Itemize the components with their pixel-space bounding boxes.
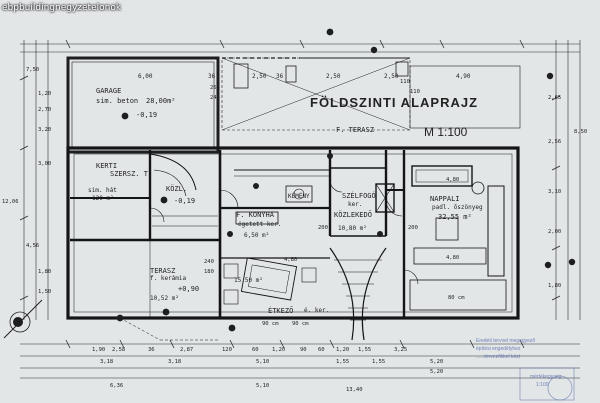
stamp-line-1: építési engedélyhez (476, 346, 521, 352)
dim-misc-2: 200 (318, 225, 328, 231)
dim-right-5: 1,80 (548, 283, 562, 289)
dim-right-3: 3,10 (548, 189, 562, 195)
dim-top-3: 2,50 (384, 73, 399, 80)
room-garden-name: KERTI (96, 162, 118, 170)
dim-left-0: 7,50 (26, 67, 40, 73)
room-garden-name2: SZERSZ. T. (110, 170, 153, 178)
room-porch-name: F. TERASZ (336, 126, 374, 134)
dim-top2-1: 240 (210, 95, 220, 101)
dim-misc-5: 180 (204, 269, 214, 275)
watermark-text: ebpbuildingnegyzetelonok (2, 3, 122, 13)
dim-left-8: 1,50 (38, 289, 52, 295)
dim-top-0: 6,00 (138, 73, 153, 80)
dim-misc-0: 4,80 (284, 257, 298, 263)
dim-top2-2: 110 (400, 79, 410, 85)
dim-bottom3-1: 5,10 (256, 383, 270, 389)
dim-misc-9: 4,80 (446, 255, 460, 261)
dim-top-2: 2,50 (326, 73, 341, 80)
stamp-line-4: 1:100 (536, 382, 549, 388)
dim-bottom1-8: 60 (318, 347, 325, 353)
dim-top2-0: 260 (210, 85, 220, 91)
dim-bottom1-11: 3,25 (394, 347, 408, 353)
dim-bottom2-3: 1,55 (336, 359, 350, 365)
dim-bottom1-10: 1,55 (358, 347, 372, 353)
dim-left-7: 3,00 (38, 161, 52, 167)
dim-bottom1-5: 60 (252, 347, 259, 353)
dim-bottom2-0: 3,18 (100, 359, 114, 365)
room-kitchen-name: F. KONYHA (236, 211, 274, 219)
room-garage-area: 28,00m² (146, 97, 176, 105)
stamp-line-0: Eredeti tervvel megegyező (476, 338, 536, 344)
dim-left-2: 4,56 (26, 243, 40, 249)
dim-misc-8: 80 cm (448, 295, 465, 301)
room-hallway-level: -0,19 (174, 197, 196, 205)
room-terrace-area: 10,52 m² (150, 295, 179, 302)
dim-misc-4: 240 (204, 259, 214, 265)
dim-bottom1-1: 2,58 (112, 347, 126, 353)
room-chimney-label: KÉMÉNY (288, 193, 310, 200)
dim-misc-7: 90 cm (292, 321, 309, 327)
room-dining-name: ÉTKEZŐ (268, 307, 294, 315)
room-dining-floor: é. ker. (304, 307, 330, 314)
dim-bottom3-0: 6,36 (110, 383, 124, 389)
dim-bottom3-2: 13,40 (346, 387, 363, 393)
dim-top-6: 36 (276, 73, 284, 80)
dim-bottom1-9: 1,20 (336, 347, 350, 353)
dim-right-4: 2,00 (548, 229, 562, 235)
room-garage-floor: sim. beton (96, 97, 139, 105)
dim-bottom1-7: 90 (300, 347, 307, 353)
dim-misc-6: 90 cm (262, 321, 279, 327)
dim-right-1: 2,65 (548, 95, 562, 101)
room-terrace-name: TERASZ (150, 267, 176, 275)
dim-left-6: 2,70 (38, 107, 52, 113)
dim-bottom1-0: 1,90 (92, 347, 106, 353)
room-kitchen-area: 6,50 m² (244, 232, 270, 239)
dim-bottom2-5: 5,20 (430, 359, 444, 365)
dim-right-2: 2,56 (548, 139, 562, 145)
dim-bottom1-2: 36 (148, 347, 155, 353)
dim-left-4: 12,06 (2, 199, 19, 205)
room-storage-area: 120 m² (92, 195, 114, 202)
room-terrace-floor: f. kerámia (150, 275, 187, 282)
room-corridor-name: KÖZLEKEDŐ (334, 211, 372, 219)
room-garage-name: GARAGE (96, 87, 122, 95)
dim-bottom2-2: 5,10 (256, 359, 270, 365)
room-kitchen-floor: égetett ker. (238, 221, 282, 228)
dim-top2-3: 110 (410, 89, 420, 95)
room-storage-name: KÖZL. (166, 185, 188, 193)
dim-bottom2-6: 5,20 (430, 369, 444, 375)
room-garage-level: -0,19 (136, 111, 158, 119)
room-windbreak-floor: ker. (348, 201, 363, 208)
room-terrace-level: +0,90 (178, 285, 200, 293)
room-dining-area: 15,50 m² (234, 277, 263, 284)
dim-left-3: 1,80 (38, 269, 52, 275)
room-living-floor: padl. őszönyeg (432, 204, 483, 211)
dim-bottom2-4: 1,55 (372, 359, 386, 365)
dim-left-1: 1,20 (38, 91, 52, 97)
dim-top-5: 36 (208, 73, 216, 80)
plan-title: FÖLDSZINTI ALAPRAJZ (310, 95, 479, 110)
dim-left-5: 3,20 (38, 127, 52, 133)
dim-bottom2-1: 3,18 (168, 359, 182, 365)
dim-bottom1-6: 1,20 (272, 347, 286, 353)
room-windbreak-name: SZÉLFOGÓ (342, 192, 376, 200)
dim-right-0: 8,50 (574, 129, 588, 135)
room-living-name: NAPPALI (430, 195, 460, 203)
dim-misc-3: 200 (408, 225, 418, 231)
dim-bottom1-4: 120 (222, 347, 232, 353)
stamp-line-3: mértékegység (530, 374, 562, 380)
dim-top-4: 4,90 (456, 73, 471, 80)
dim-misc-1: 4,80 (446, 177, 460, 183)
dim-top-1: 2,50 (252, 73, 267, 80)
room-hallway-floor: sim. hát (88, 187, 117, 194)
stamp-line-2: ......tervezőkkel közt (476, 354, 521, 360)
plan-scale: M 1:100 (424, 125, 468, 139)
room-living-area: 32,55 m² (438, 213, 472, 221)
room-corridor-area: 10,80 m² (338, 225, 367, 232)
dim-bottom1-3: 2,87 (180, 347, 194, 353)
